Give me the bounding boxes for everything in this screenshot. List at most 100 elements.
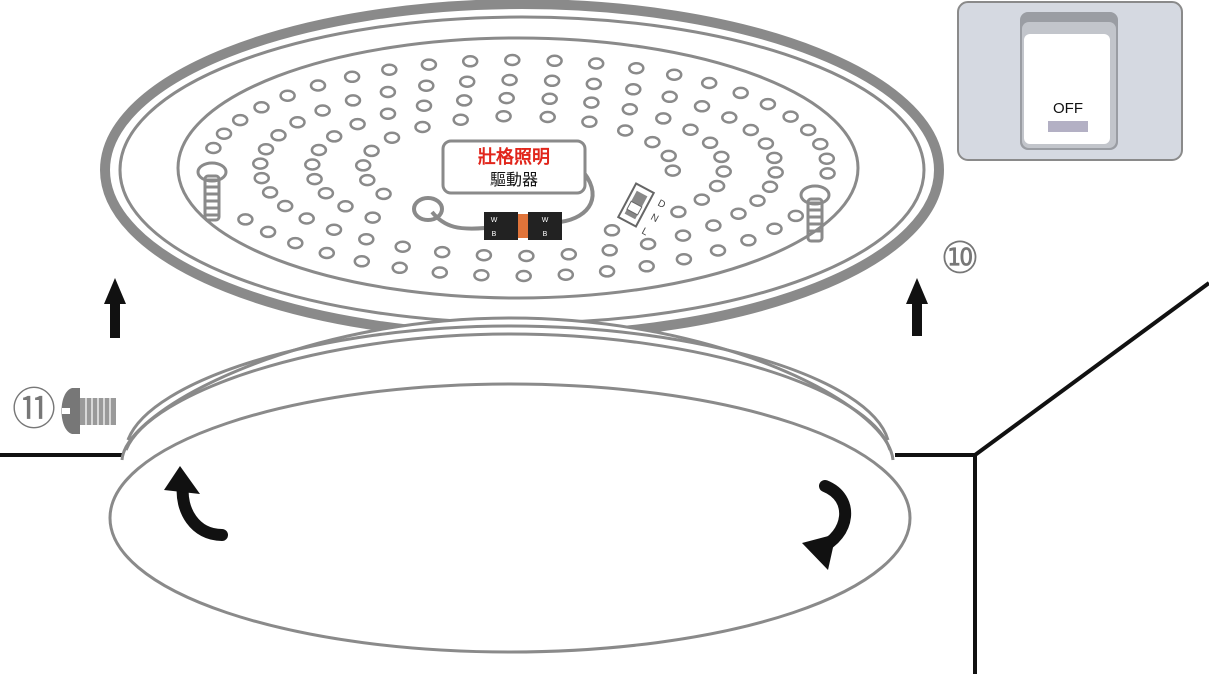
led-dot: [819, 167, 836, 180]
led-dot: [473, 268, 490, 282]
led-dot: [343, 70, 361, 84]
led-dot: [354, 159, 372, 172]
led-dot: [682, 123, 699, 136]
led-dot: [705, 219, 722, 232]
led-dot: [298, 212, 315, 225]
led-dot: [732, 86, 749, 100]
led-dot: [581, 115, 598, 129]
led-dot: [560, 248, 578, 261]
led-dot: [674, 229, 692, 242]
switch-off-label: OFF: [1053, 100, 1083, 117]
driver-brand-text: 壯格照明: [478, 146, 550, 168]
led-dot: [253, 101, 270, 114]
led-dot: [391, 261, 408, 275]
led-dot: [418, 79, 435, 92]
dip-letter-n: N: [649, 212, 661, 225]
led-dot: [693, 193, 711, 206]
led-dot: [394, 240, 411, 253]
led-dot: [616, 124, 634, 137]
led-dot: [518, 249, 535, 263]
led-dot: [353, 255, 371, 268]
connector-pin-b-left: B: [492, 231, 497, 238]
led-dot: [359, 173, 376, 187]
led-dot: [638, 260, 655, 273]
led-dot: [379, 107, 397, 120]
led-dot: [431, 266, 449, 279]
led-dot: [625, 83, 642, 96]
led-dot: [237, 213, 254, 226]
led-dot: [583, 96, 600, 109]
driver-name-text: 驅動器: [490, 170, 538, 189]
led-dot: [546, 54, 563, 68]
connector-pin-w-right: W: [542, 217, 549, 224]
step-11-marker: ⑪: [12, 384, 56, 435]
led-dot: [621, 102, 639, 116]
led-dot: [270, 129, 287, 142]
led-dot: [420, 58, 438, 71]
led-dot: [501, 73, 518, 87]
led-dot: [585, 77, 603, 91]
led-dot: [495, 109, 512, 123]
led-dot: [730, 207, 747, 220]
led-dot: [309, 79, 327, 92]
led-dot: [693, 100, 711, 113]
led-dot: [799, 123, 817, 137]
led-dot: [414, 120, 431, 134]
led-dot: [498, 91, 515, 105]
led-dot: [304, 158, 321, 171]
led-dot: [767, 166, 784, 179]
terminal-connector: W B W B: [484, 212, 562, 240]
led-dot: [433, 245, 451, 259]
led-dot: [660, 149, 677, 163]
led-dot: [812, 137, 829, 151]
led-dot: [541, 92, 558, 106]
led-dot: [314, 104, 331, 117]
led-dot: [644, 135, 661, 149]
led-dot: [787, 209, 805, 223]
switch-indicator: [1048, 121, 1088, 132]
led-dot: [452, 113, 469, 126]
led-dot: [742, 123, 760, 137]
led-dot: [344, 94, 362, 107]
led-dot: [543, 74, 561, 88]
led-dot: [539, 110, 556, 124]
led-dot: [261, 186, 279, 199]
led-dot: [279, 89, 296, 102]
led-dot-array: [205, 53, 836, 283]
led-dot: [639, 237, 657, 251]
led-dot: [287, 236, 304, 250]
led-dot: [461, 55, 479, 68]
led-dot: [253, 171, 270, 185]
led-dot: [475, 248, 493, 262]
led-dot: [757, 137, 775, 150]
led-dot: [458, 75, 476, 88]
screw-icon: [61, 388, 116, 434]
led-dot: [515, 269, 532, 283]
led-dot: [375, 187, 392, 201]
led-dot: [818, 152, 836, 165]
led-dot: [713, 150, 730, 164]
led-dot: [715, 165, 732, 178]
led-dot: [306, 172, 323, 186]
led-dot: [415, 99, 433, 112]
rotate-arrow-right-icon: [802, 480, 852, 570]
led-dot: [759, 97, 777, 111]
led-dot: [709, 244, 727, 257]
led-dot: [587, 57, 605, 70]
led-dot: [318, 246, 336, 260]
step-10-marker: ⑩: [940, 233, 979, 284]
led-dot: [601, 244, 618, 257]
power-switch-inset: OFF: [957, 1, 1183, 161]
led-dot: [749, 194, 766, 207]
led-dot: [276, 199, 294, 213]
led-dot: [310, 143, 328, 157]
connector-pin-b-right: B: [543, 231, 548, 238]
led-dot: [325, 130, 343, 143]
led-dot: [289, 116, 306, 129]
mounting-screw-right-icon: [799, 184, 831, 243]
led-dot: [205, 141, 222, 155]
led-dot: [455, 94, 473, 107]
led-dot: [708, 179, 726, 193]
led-dot: [349, 117, 366, 131]
led-dot: [761, 180, 779, 194]
